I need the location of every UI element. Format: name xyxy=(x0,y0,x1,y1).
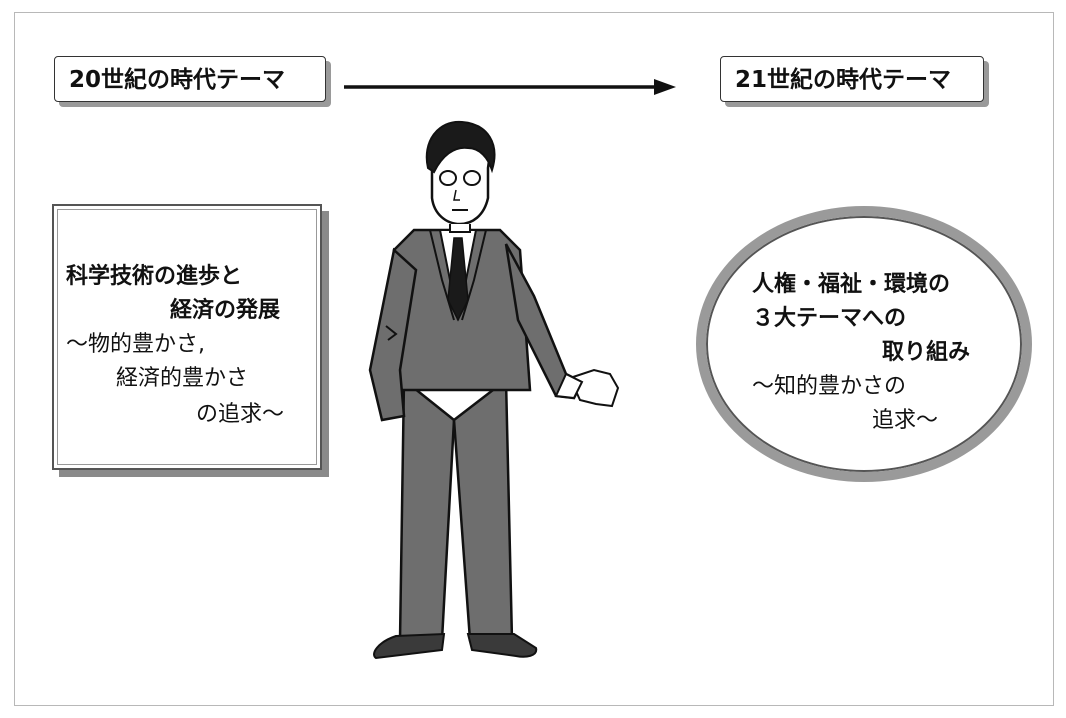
twentyfirst-century-content-circle: 人権・福祉・環境の ３大テーマへの 取り組み ～知的豊かさの 追求～ xyxy=(696,206,1032,482)
left-line-3: ～物的豊かさ, xyxy=(66,332,205,357)
twentieth-century-content-box: 科学技術の進歩と 経済の発展 ～物的豊かさ, 経済的豊かさ の追求～ xyxy=(52,204,322,470)
right-line-1: 人権・福祉・環境の xyxy=(752,272,951,297)
right-line-5: 追求～ xyxy=(872,408,939,433)
jacket xyxy=(388,228,532,392)
left-line-1: 科学技術の進歩と xyxy=(66,264,243,289)
right-line-3: 取り組み xyxy=(882,340,971,365)
left-leg xyxy=(398,377,456,642)
diagram-frame xyxy=(14,12,1054,706)
left-arm xyxy=(368,247,418,422)
right-line-2: ３大テーマへの xyxy=(752,306,907,331)
right-leg xyxy=(452,377,514,642)
left-line-4: 経済的豊かさ xyxy=(116,366,249,391)
left-box-inner-border xyxy=(57,209,317,465)
right-theme-text: 21世紀の時代テーマ xyxy=(735,67,952,93)
right-arrow-icon xyxy=(344,79,676,95)
shoes xyxy=(373,632,538,660)
hand xyxy=(554,368,620,408)
left-line-2: 経済の発展 xyxy=(170,298,281,323)
twentyfirst-century-theme-label: 21世紀の時代テーマ xyxy=(720,56,984,102)
businessman-illustration xyxy=(368,120,620,660)
head xyxy=(425,120,496,233)
twentieth-century-theme-label: 20世紀の時代テーマ xyxy=(54,56,326,102)
right-line-4: ～知的豊かさの xyxy=(752,374,907,399)
left-theme-text: 20世紀の時代テーマ xyxy=(69,67,286,93)
left-line-5: の追求～ xyxy=(196,402,285,427)
